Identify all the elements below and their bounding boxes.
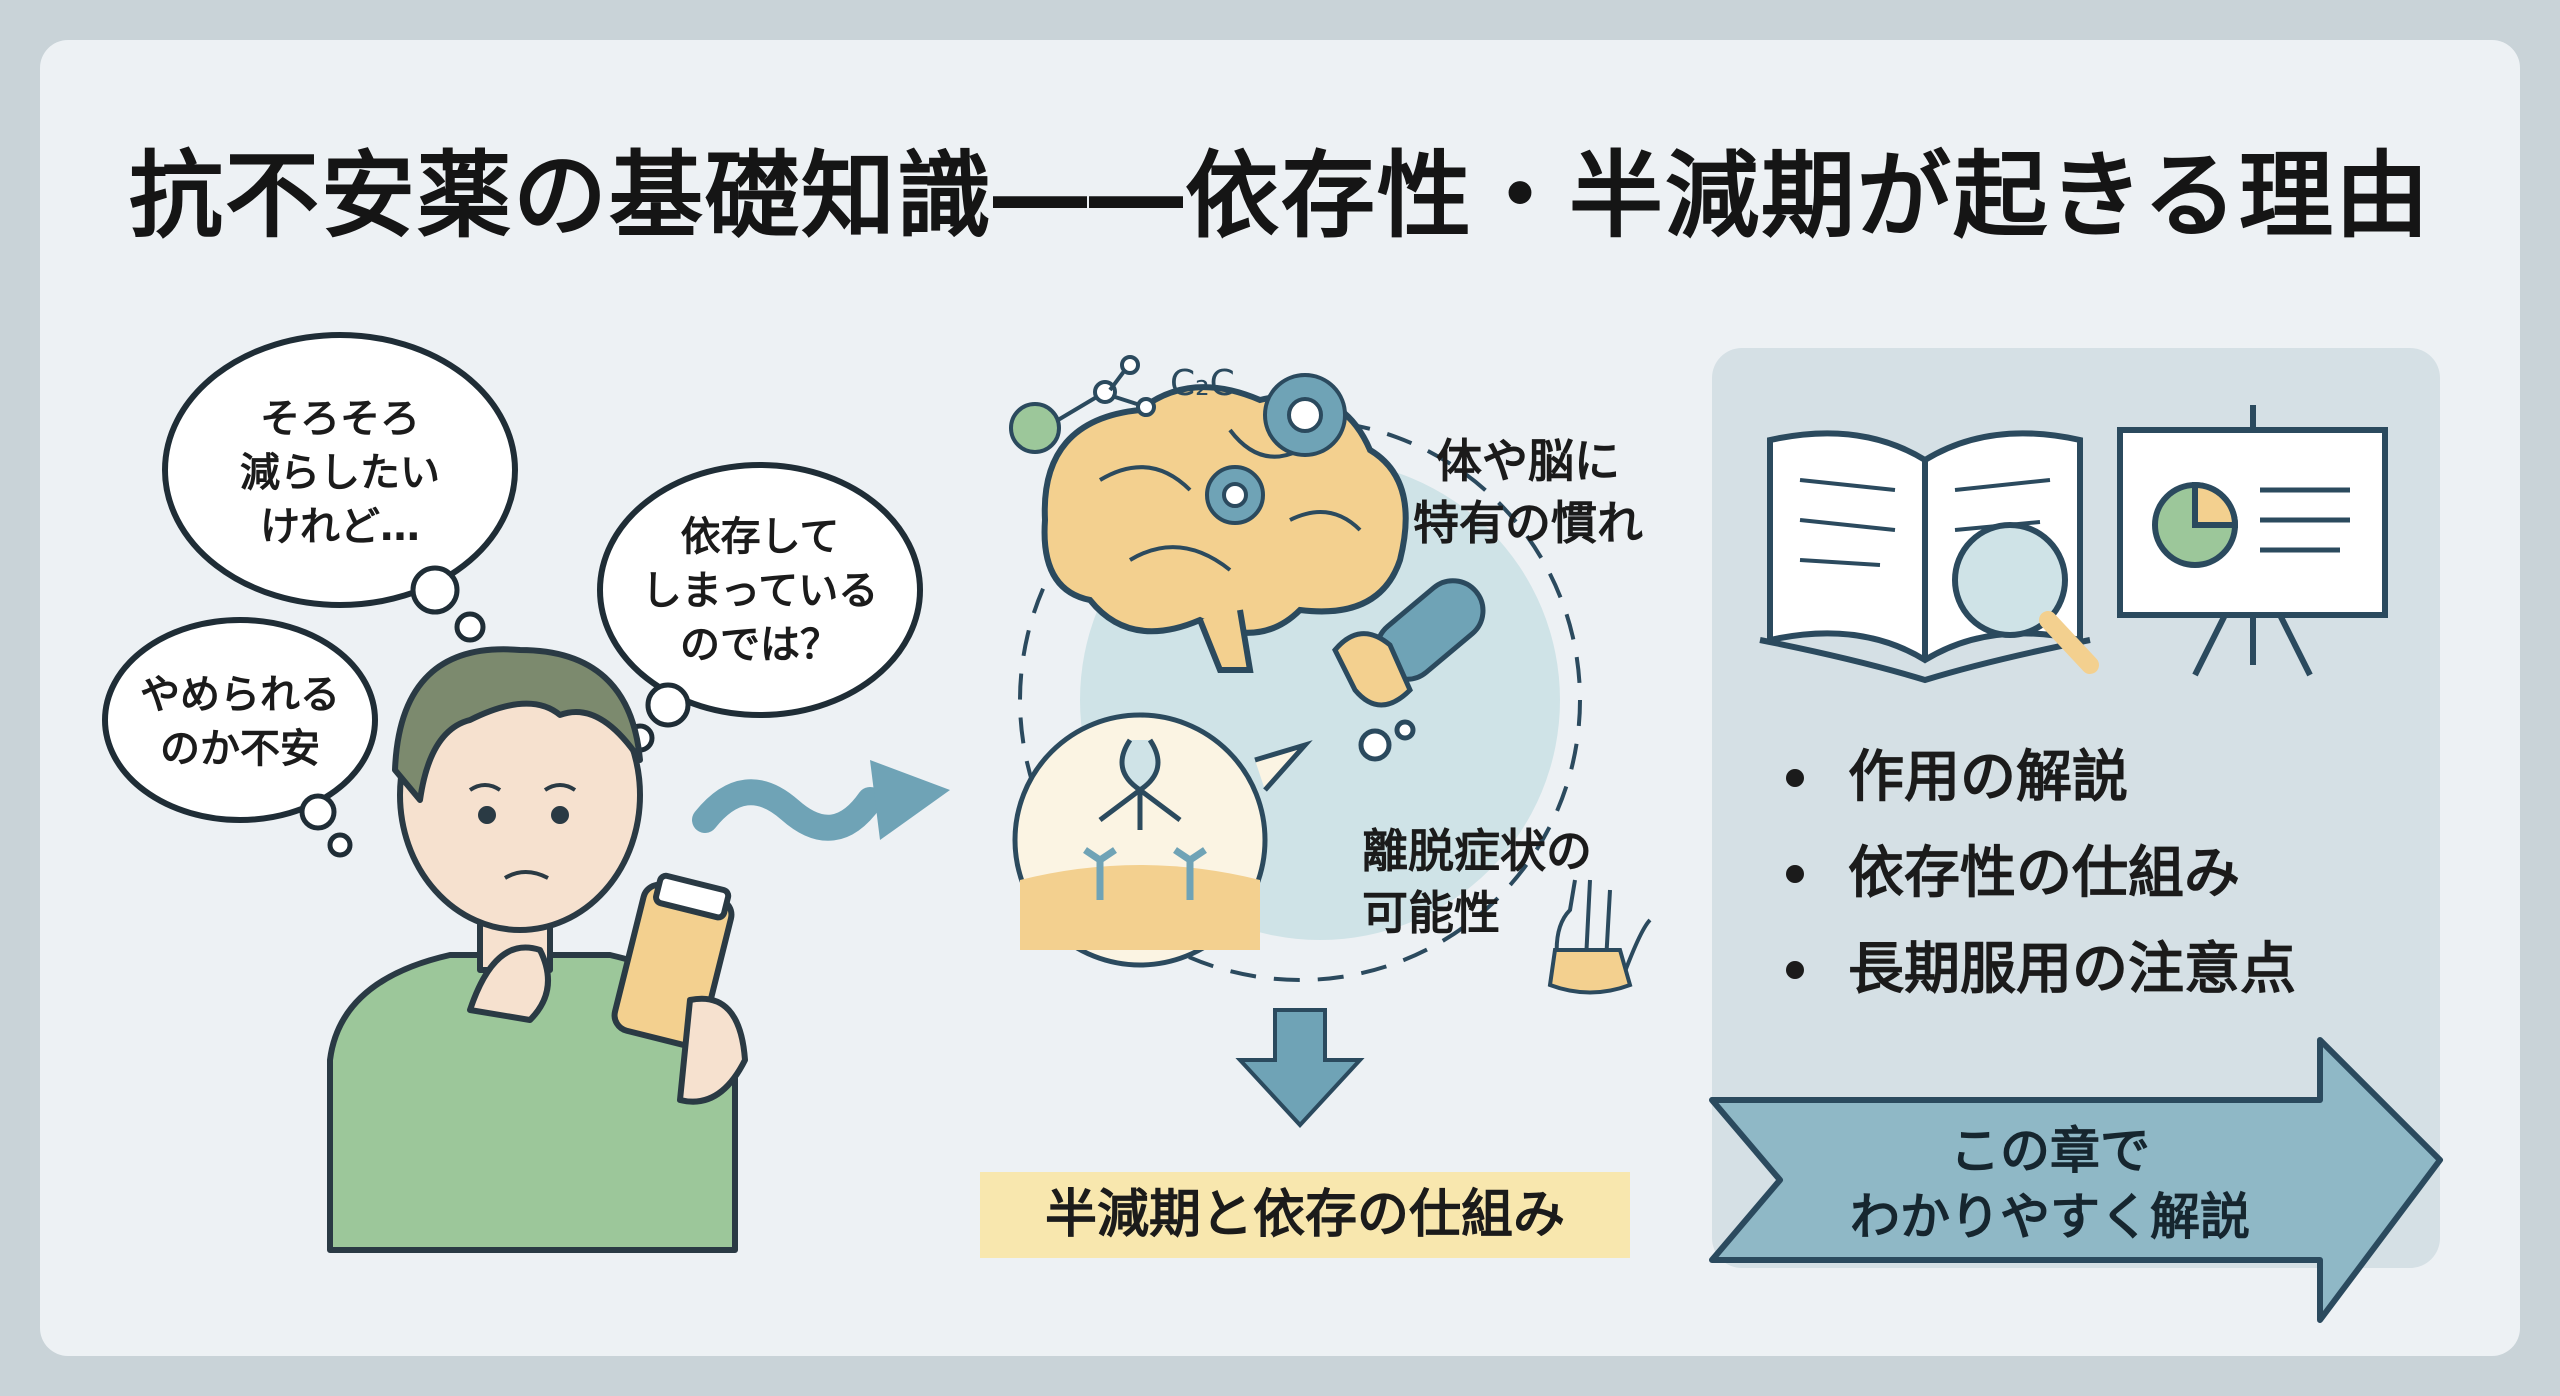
page-title: 抗不安薬の基礎知識――依存性・半減期が起きる理由 <box>128 142 2432 251</box>
cta-label: この章でわかりやすく解説 <box>1850 1122 2250 1246</box>
formula-label: C₂C <box>1170 363 1235 404</box>
bubble-text-dependent: 依存してしまっているのでは？ <box>641 514 879 668</box>
bubble-text-quit: やめられるのか不安 <box>140 672 340 772</box>
bullet-icon <box>1786 769 1804 787</box>
label-habituation: 体や脳に特有の慣れ <box>1413 434 1643 550</box>
thought-bubble-quit <box>102 617 378 858</box>
squiggle-arrow-head <box>870 760 950 840</box>
dashed-cycle-ring <box>1018 418 1582 982</box>
bullet-icon <box>1786 865 1804 883</box>
topic-item: 長期服用の注意点 <box>1786 922 2296 1018</box>
receptor-diagram <box>1012 712 1268 968</box>
molecule-icon <box>1009 355 1156 454</box>
presentation-board-icon <box>2117 405 2388 677</box>
topic-item: 依存性の仕組み <box>1786 826 2296 922</box>
squiggle-arrow <box>692 779 883 841</box>
thought-bubble-reduce <box>162 332 518 643</box>
cta-arrow <box>1709 1037 2443 1323</box>
topic-item: 作用の解説 <box>1786 730 2296 826</box>
gear-icon <box>1205 373 1347 525</box>
label-withdrawal: 離脱症状の可能性 <box>1362 824 1592 940</box>
down-arrow <box>1235 1008 1365 1128</box>
book-magnifier-icon <box>1759 430 2099 684</box>
worried-person-illustration <box>327 646 748 1253</box>
speech-tail <box>1254 740 1313 792</box>
bullet-icon <box>1786 961 1804 979</box>
capsule-icon <box>1332 578 1486 762</box>
hand-icon <box>1547 879 1652 995</box>
bubble-text-reduce: そろそろ減らしたいけれど… <box>240 396 440 550</box>
topic-list: 作用の解説 依存性の仕組み 長期服用の注意点 <box>1786 730 2296 1018</box>
bottom-label: 半減期と依存の仕組み <box>980 1172 1630 1258</box>
